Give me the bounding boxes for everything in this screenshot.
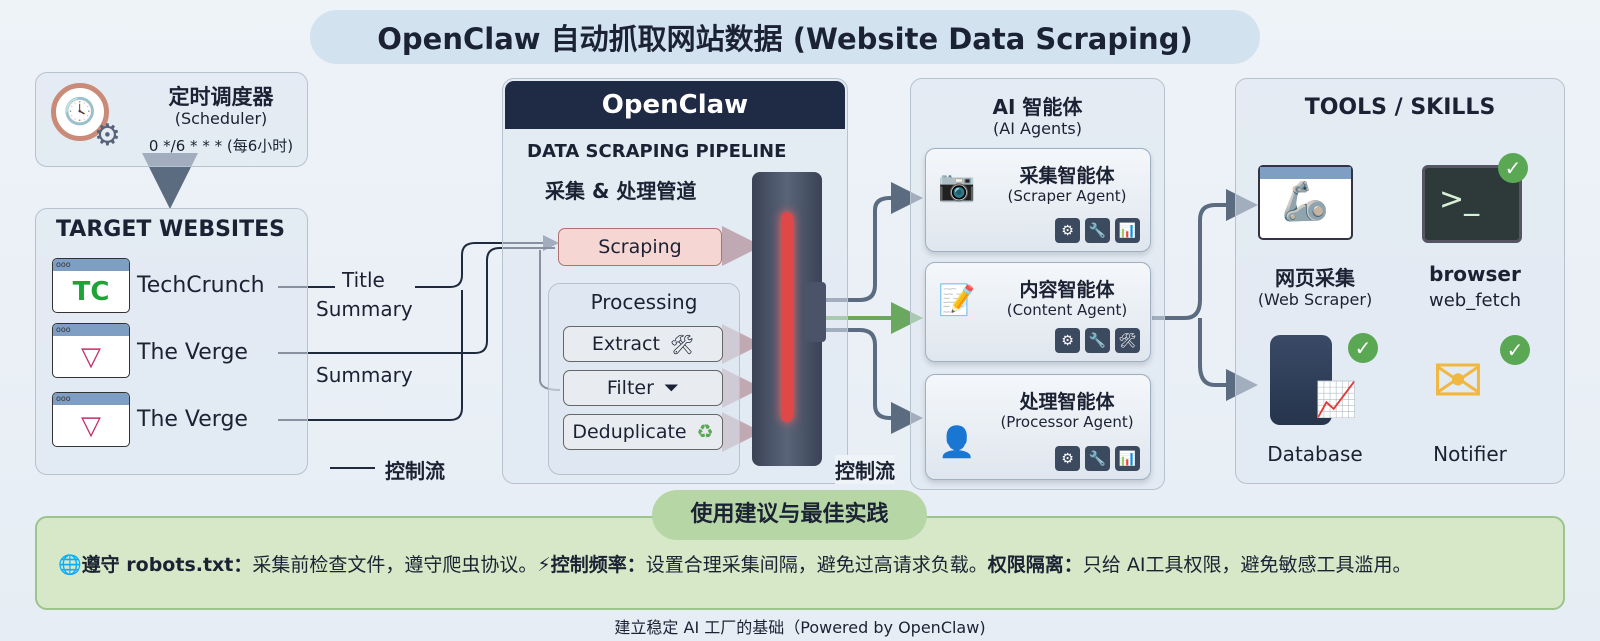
deduplicate-step[interactable]: Deduplicate♻ — [563, 414, 723, 450]
scheduler-cron: 0 */6 * * * (每6小时) — [148, 137, 294, 155]
scraping-stage[interactable]: Scraping — [558, 228, 722, 266]
agents-subtitle: (AI Agents) — [993, 119, 1082, 138]
site-the-verge[interactable]: The Verge — [137, 340, 248, 365]
lightning-icon: ⚡ — [537, 554, 551, 576]
web-scraper-label: 网页采集 — [1275, 266, 1355, 290]
tools-icon: 🛠 — [669, 333, 695, 356]
terminal-icon: >_ — [1422, 165, 1522, 243]
best-practices-text: 🌐遵守 robots.txt：采集前检查文件，遵守爬虫协议。⚡控制频率：设置合理… — [58, 554, 1412, 576]
pipeline-title: DATA SCRAPING PIPELINE — [527, 141, 787, 162]
envelope-icon: ✉ — [1432, 344, 1484, 417]
scraper-agent-card[interactable]: 📷 采集智能体(Scraper Agent) ⚙🔧📊 — [925, 148, 1151, 252]
avatar-icon: 👤 — [938, 425, 976, 460]
agent-tool-icons: ⚙🔧🛠 — [1055, 328, 1140, 353]
control-flow-legend: 控制流 — [385, 459, 445, 483]
web-scraper-sub: (Web Scraper) — [1257, 290, 1373, 309]
content-agent-card[interactable]: 📝 内容智能体(Content Agent) ⚙🔧🛠 — [925, 262, 1151, 362]
browser-label: browser — [1429, 262, 1521, 286]
site-the-verge-2[interactable]: The Verge — [137, 407, 248, 432]
pipeline-header: OpenClaw — [505, 81, 845, 129]
web-fetch-label: web_fetch — [1429, 290, 1521, 311]
agents-title: AI 智能体 — [992, 95, 1083, 119]
database-icon — [1270, 335, 1332, 425]
check-icon: ✓ — [1500, 335, 1530, 365]
label-summary: Summary — [316, 297, 413, 321]
camera-icon: 📷 — [938, 169, 976, 204]
scheduler-panel: 🕓 ⚙ 定时调度器 (Scheduler) 0 */6 * * * (每6小时) — [35, 72, 308, 167]
filter-step[interactable]: Filter⏷ — [563, 370, 723, 406]
globe-icon: 🌐 — [58, 554, 82, 576]
pipeline-subtitle: 采集 & 处理管道 — [545, 179, 697, 203]
footer-text: 建立稳定 AI 工厂的基础（Powered by OpenClaw) — [614, 618, 986, 637]
best-practices-title: 使用建议与最佳实践 — [652, 490, 927, 540]
extract-step[interactable]: Extract🛠 — [563, 326, 723, 362]
site-techcrunch[interactable]: TechCrunch — [137, 273, 265, 298]
growth-chart-icon: 📈 — [1315, 380, 1358, 420]
processing-title: Processing — [590, 290, 698, 314]
label-summary: Summary — [316, 363, 413, 387]
verge-logo-icon: ooo▽ — [52, 392, 130, 447]
verge-logo-icon: ooo▽ — [52, 323, 130, 378]
control-flow-label: 控制流 — [835, 455, 895, 484]
funnel-icon: ⏷ — [663, 377, 680, 399]
notifier-label: Notifier — [1433, 442, 1507, 466]
recycle-icon: ♻ — [696, 421, 714, 443]
web-scraper-icon: 🦾 — [1258, 165, 1353, 240]
clock-icon: 🕓 — [51, 83, 109, 141]
scheduler-title: 定时调度器 — [168, 85, 274, 109]
scraping-label: Scraping — [598, 236, 682, 258]
check-icon: ✓ — [1348, 333, 1378, 363]
processor-agent-card[interactable]: 👤 处理智能体(Processor Agent) ⚙🔧📊 — [925, 374, 1151, 480]
label-title: Title — [342, 268, 385, 292]
agent-tool-icons: ⚙🔧📊 — [1055, 218, 1140, 243]
agent-tool-icons: ⚙🔧📊 — [1055, 446, 1140, 471]
scheduler-subtitle: (Scheduler) — [174, 109, 268, 128]
document-icon: 📝 — [938, 283, 976, 318]
tools-title: TOOLS / SKILLS — [1304, 95, 1496, 120]
targets-heading: TARGET WEBSITES — [56, 217, 285, 242]
pipeline-pillar-icon — [752, 172, 826, 466]
check-icon: ✓ — [1498, 153, 1528, 183]
database-label: Database — [1267, 442, 1363, 466]
page-title: OpenClaw 自动抓取网站数据 (Website Data Scraping… — [310, 10, 1260, 64]
gear-icon: ⚙ — [94, 118, 121, 153]
